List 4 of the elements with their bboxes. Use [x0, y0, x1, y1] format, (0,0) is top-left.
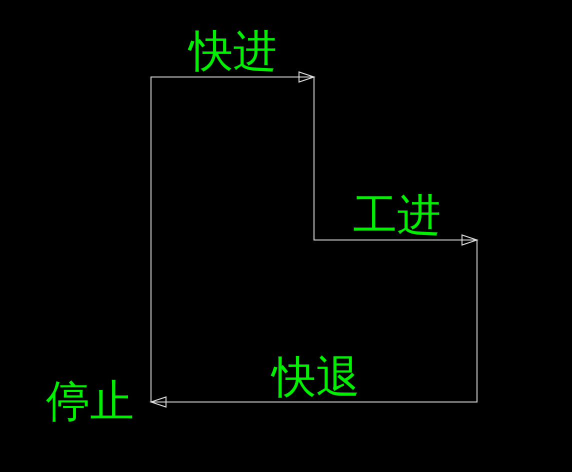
motion-label: 快进: [189, 30, 277, 74]
motion-label: 停止: [46, 380, 134, 424]
motion-label: 快退: [272, 356, 360, 400]
motion-label: 工进: [353, 194, 441, 238]
